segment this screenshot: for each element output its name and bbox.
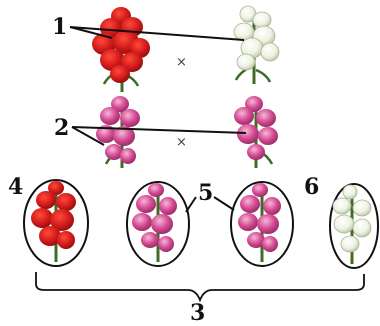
label-f1: 2 — [54, 115, 69, 141]
f2-pink-flower-left — [132, 183, 177, 262]
f2-white-flower — [333, 185, 371, 264]
parent-white-flower — [234, 6, 279, 84]
label-f2-red: 4 — [8, 174, 23, 200]
cross-symbol-parents: × — [176, 55, 187, 70]
f1-pink-flower-left — [96, 96, 140, 168]
parent-red-flower — [92, 7, 150, 92]
cross-symbol-f1: × — [176, 135, 187, 150]
label-parents: 1 — [52, 14, 67, 40]
label-f2-pink: 5 — [198, 180, 213, 206]
f2-pink-flower-right — [238, 183, 281, 262]
f2-bracket — [36, 272, 364, 300]
label-f2-group: 3 — [190, 300, 205, 326]
f2-red-flower — [31, 181, 76, 262]
label-f2-white: 6 — [304, 174, 319, 200]
